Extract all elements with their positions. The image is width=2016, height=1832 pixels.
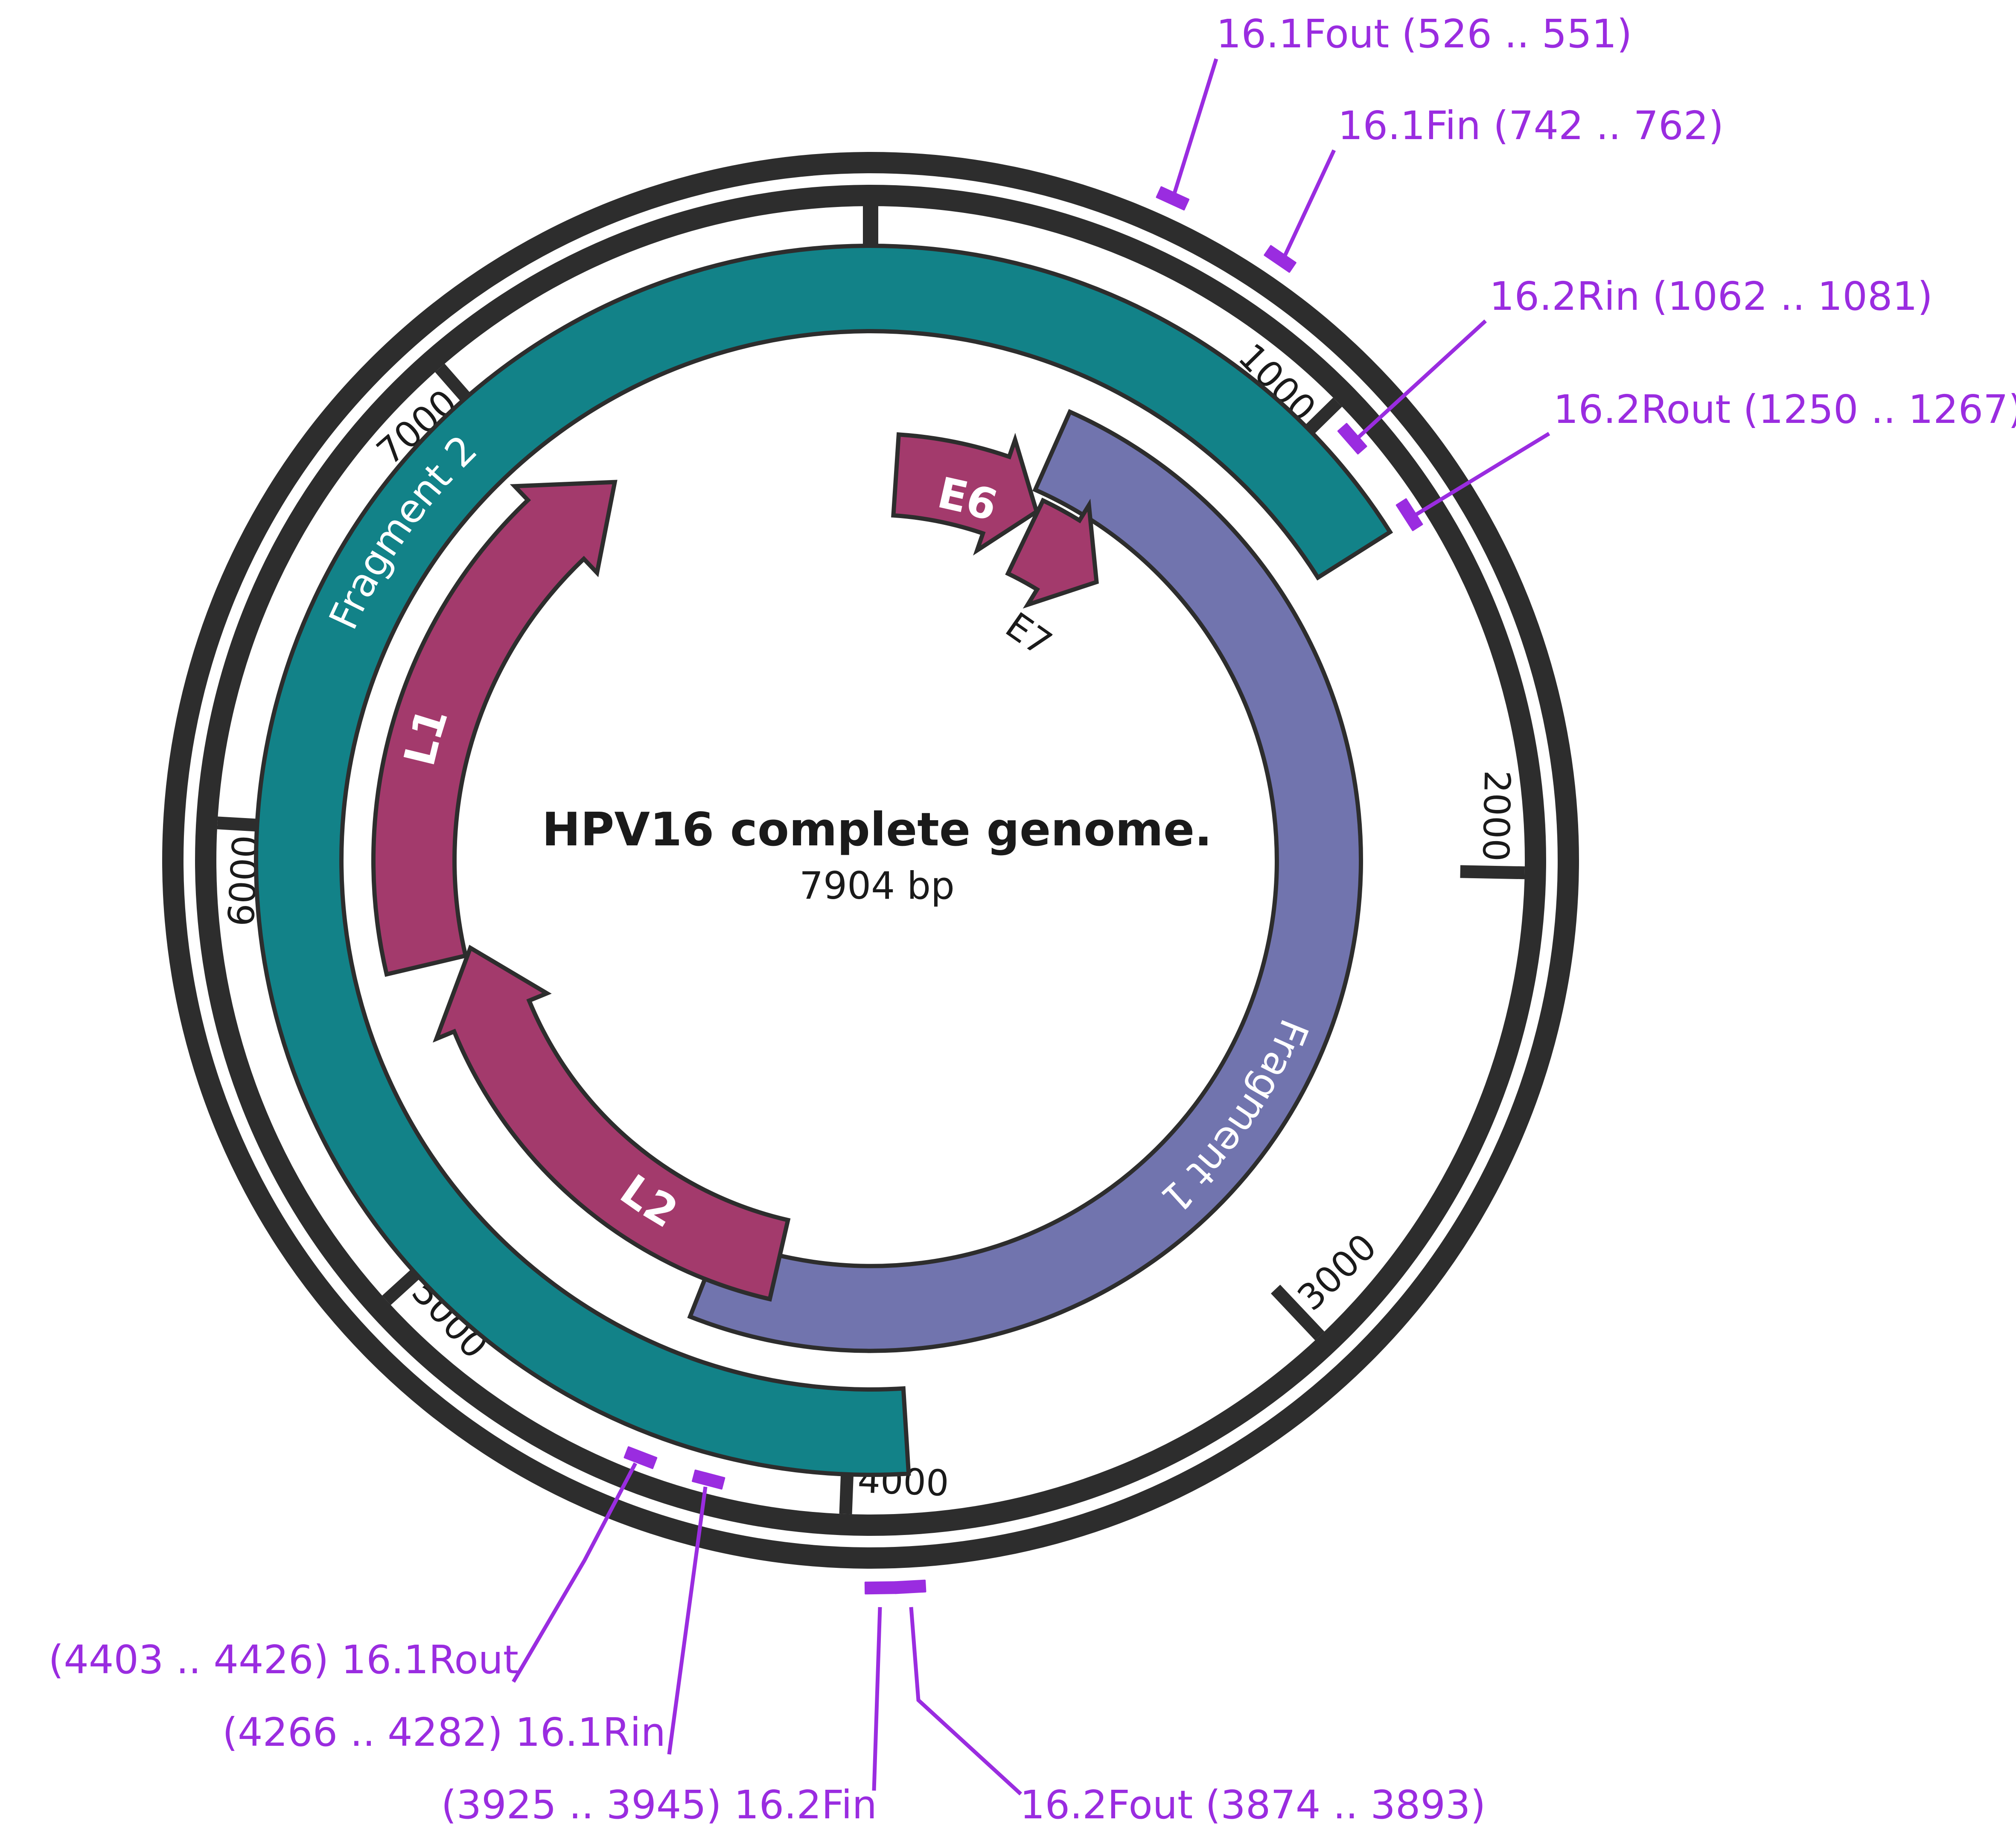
primer-16.1Rout: (4403 .. 4426) 16.1Rout bbox=[48, 1446, 658, 1683]
primer-leader-16.1Fin bbox=[1279, 149, 1336, 265]
primer-label-16.2Fout: 16.2Fout (3874 .. 3893) bbox=[1020, 1782, 1486, 1828]
feature-shape-fragment1 bbox=[687, 409, 1363, 1353]
primer-mark-16.1Rin bbox=[692, 1469, 725, 1490]
primer-mark-16.2Rout bbox=[1395, 498, 1423, 531]
primer-label-16.2Fin: (3925 .. 3945) 16.2Fin bbox=[441, 1782, 877, 1828]
feature-L2: L2 bbox=[432, 944, 791, 1302]
feature-E6: E6 bbox=[891, 432, 1039, 556]
primer-leader-16.1Rout bbox=[512, 1462, 637, 1683]
feature-label-E7: E7 bbox=[998, 604, 1059, 664]
tick-3000 bbox=[1270, 1284, 1325, 1340]
feature-shape-E7 bbox=[1005, 498, 1099, 609]
primer-mark-16.1Fin bbox=[1264, 245, 1296, 273]
map-subtitle: 7904 bp bbox=[799, 864, 955, 908]
primer-label-16.1Fout: 16.1Fout (526 .. 551) bbox=[1216, 11, 1632, 57]
primer-leader-16.2Rout bbox=[1410, 432, 1550, 519]
primer-label-16.1Rin: (4266 .. 4282) 16.1Rin bbox=[222, 1710, 666, 1755]
tick-2000 bbox=[1460, 865, 1525, 880]
primer-16.2Fin: (3925 .. 3945) 16.2Fin bbox=[441, 1581, 897, 1828]
feature-shape-L1 bbox=[371, 480, 618, 977]
primer-leader-16.2Fout bbox=[909, 1607, 1023, 1796]
feature-shape-L2 bbox=[432, 944, 791, 1302]
primer-16.2Fout: 16.2Fout (3874 .. 3893) bbox=[894, 1579, 1486, 1828]
backbone-ring-outer bbox=[162, 152, 1579, 1569]
tick-label-2000: 2000 bbox=[1474, 770, 1518, 862]
primer-mark-16.2Fout bbox=[894, 1579, 926, 1594]
primer-leader-16.1Fout bbox=[1170, 58, 1218, 202]
primer-label-16.1Rout: (4403 .. 4426) 16.1Rout bbox=[48, 1637, 519, 1683]
primer-16.1Fin: 16.1Fin (742 .. 762) bbox=[1264, 103, 1724, 273]
primer-label-16.2Rout: 16.2Rout (1250 .. 1267) bbox=[1553, 387, 2016, 432]
primer-leader-16.1Rin bbox=[667, 1486, 708, 1755]
primer-mark-16.1Rout bbox=[623, 1446, 658, 1469]
primer-label-16.1Fin: 16.1Fin (742 .. 762) bbox=[1338, 103, 1724, 149]
primer-label-16.2Rin: 16.2Rin (1062 .. 1081) bbox=[1489, 274, 1933, 319]
backbone-ring-inner bbox=[195, 185, 1546, 1536]
feature-shape-fragment2 bbox=[254, 243, 1393, 1477]
feature-L1: L1 bbox=[371, 480, 618, 977]
primer-mark-16.2Rin bbox=[1337, 423, 1367, 454]
primer-16.1Fout: 16.1Fout (526 .. 551) bbox=[1156, 11, 1632, 211]
primer-leader-16.2Rin bbox=[1352, 319, 1487, 443]
primer-mark-16.2Fin bbox=[864, 1581, 897, 1595]
primer-16.2Rin: 16.2Rin (1062 .. 1081) bbox=[1337, 274, 1933, 454]
map-title: HPV16 complete genome. bbox=[542, 803, 1212, 856]
primer-leader-16.2Fin bbox=[872, 1607, 882, 1791]
primer-16.1Rin: (4266 .. 4282) 16.1Rin bbox=[222, 1469, 725, 1755]
primer-16.2Rout: 16.2Rout (1250 .. 1267) bbox=[1395, 387, 2016, 531]
